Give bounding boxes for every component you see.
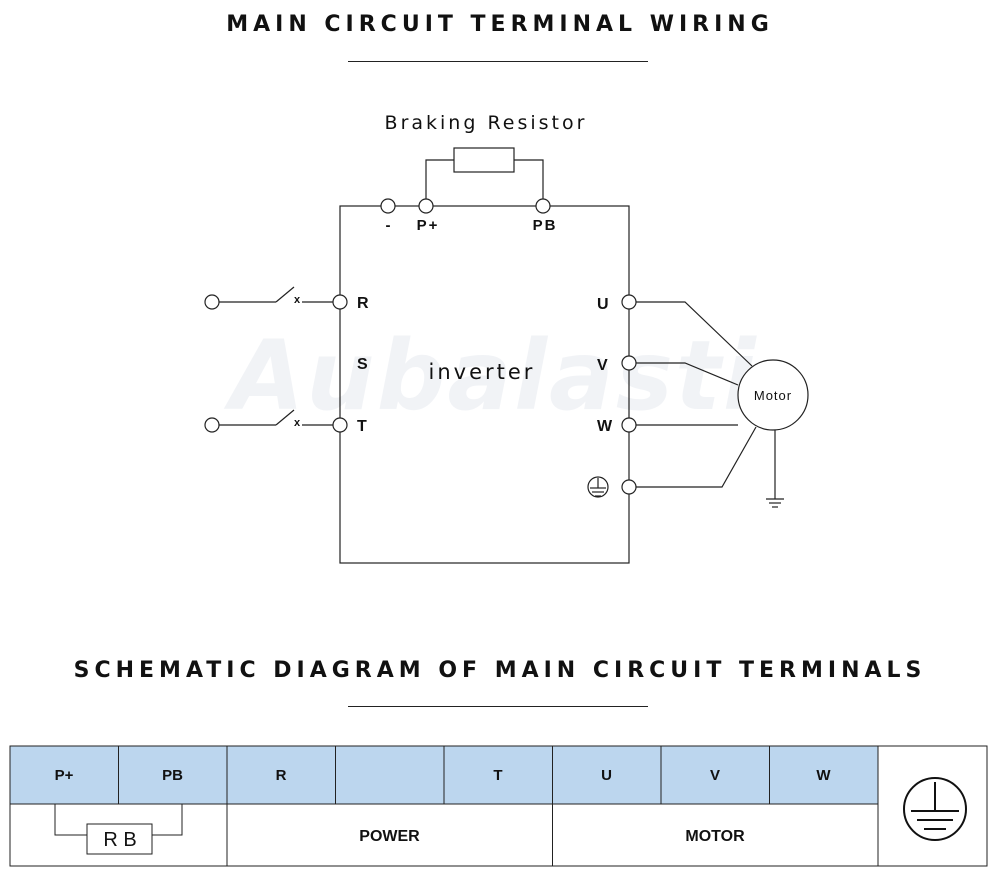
terminal-cell <box>443 745 553 805</box>
title-underline <box>348 61 648 62</box>
switch-t <box>275 409 295 426</box>
power-label: POWER <box>359 828 420 845</box>
wiring-title: MAIN CIRCUIT TERMINAL WIRING <box>226 12 774 37</box>
label-s: S <box>357 356 368 373</box>
inverter-box <box>339 205 630 564</box>
label-dc-minus: - <box>386 217 391 234</box>
motor-label: Motor <box>754 388 792 403</box>
terminal-r <box>332 294 348 310</box>
motor-wire-v <box>636 362 739 386</box>
motor-wire-earth <box>636 426 757 488</box>
rb-label: R B <box>103 829 136 851</box>
terminal-cell <box>118 745 228 805</box>
braking-resistor-label: Braking Resistor <box>385 112 588 134</box>
label-w: W <box>597 418 613 435</box>
label-u: U <box>597 296 609 313</box>
rb-bracket <box>152 804 183 836</box>
switch-mark: x <box>294 294 301 306</box>
power-cell <box>226 803 553 867</box>
label-t: T <box>357 418 367 435</box>
terminal-label: T <box>493 767 502 784</box>
rb-cell <box>9 803 228 867</box>
label-pb: PB <box>533 217 558 234</box>
motor <box>737 359 809 431</box>
switch-mark: x <box>294 417 301 429</box>
terminal-u <box>621 294 637 310</box>
schematic-title: SCHEMATIC DIAGRAM OF MAIN CIRCUIT TERMIN… <box>73 658 927 683</box>
terminal-cell <box>335 745 445 805</box>
terminal-v <box>621 355 637 371</box>
rb-box <box>86 823 153 855</box>
resistor-wire <box>514 159 544 199</box>
terminal-label: P+ <box>55 767 74 784</box>
ground-icon <box>766 498 784 508</box>
terminal-label: W <box>816 767 831 784</box>
terminal-dc-minus <box>380 198 396 214</box>
switch-r <box>275 286 295 303</box>
terminal-t <box>332 417 348 433</box>
terminal-label: PB <box>162 767 183 784</box>
rb-bracket <box>54 804 87 836</box>
terminal-cell <box>552 745 662 805</box>
terminal-label: V <box>710 767 720 784</box>
ground-icon <box>903 777 967 841</box>
ground-icon <box>587 476 609 498</box>
watermark: Aubalasti <box>300 760 658 834</box>
braking-resistor <box>453 147 515 173</box>
terminal-earth <box>621 479 637 495</box>
supply-terminal-t <box>204 417 220 433</box>
terminal-cell <box>660 745 770 805</box>
terminal-pb <box>535 198 551 214</box>
terminal-label: R <box>276 767 287 784</box>
terminal-cell <box>226 745 336 805</box>
earth-cell <box>877 745 988 867</box>
label-r: R <box>357 295 369 312</box>
motor-group-label: MOTOR <box>685 828 745 845</box>
motor-wire-u <box>636 301 753 367</box>
wiring-diagram: Braking Resistor inverter - P+ PB x R S … <box>204 112 809 564</box>
label-v: V <box>597 357 608 374</box>
terminal-label: U <box>601 767 612 784</box>
inverter-label: inverter <box>429 360 536 384</box>
label-p-plus: P+ <box>417 217 440 234</box>
motor-cell <box>552 803 879 867</box>
title-underline <box>348 706 648 707</box>
terminal-cell <box>9 745 119 805</box>
terminal-cell <box>769 745 879 805</box>
terminal-w <box>621 417 637 433</box>
terminal-p-plus <box>418 198 434 214</box>
resistor-wire <box>425 159 454 199</box>
supply-terminal-r <box>204 294 220 310</box>
